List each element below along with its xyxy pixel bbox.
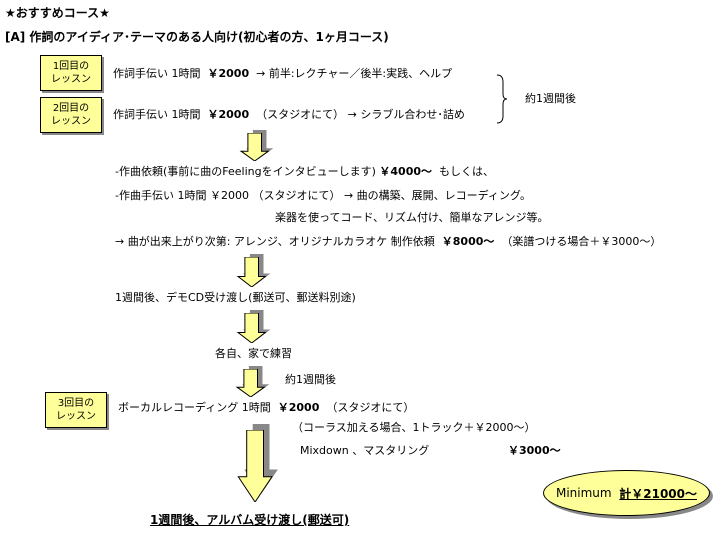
compose-request-price: ￥4000～ [379, 165, 433, 178]
down-arrow-icon [237, 310, 271, 343]
interval-1: 約1週間後 [525, 92, 576, 105]
total-label: Minimum [555, 486, 612, 500]
lesson-3-price: ￥2000 [277, 401, 320, 414]
compose-line-1: -作曲依頼(事前に曲のFeelingをインタビューします) ￥4000～ もしく… [115, 165, 494, 179]
lesson-1-detail: → 前半:レクチャー／後半:実践、ヘルプ [256, 67, 453, 80]
mixdown: Mixdown 、マスタリング [300, 444, 430, 457]
lesson-3-desc: ボーカルレコーディング 1時間 [118, 401, 271, 414]
compose-request: -作曲依頼(事前に曲のFeelingをインタビューします) [115, 165, 376, 178]
brace [496, 74, 508, 124]
lesson-1-badge: 1回目の レッスン [40, 55, 102, 91]
chorus-option: （コーラス加える場合、1トラック＋￥2000～） [292, 421, 536, 434]
compose-or: もしくは、 [439, 165, 495, 178]
down-arrow-icon [240, 130, 274, 161]
lesson-2-price: ￥2000 [207, 108, 250, 121]
score-option: （楽譜つける場合＋￥3000～） [501, 235, 662, 248]
compose-line-4: → 曲が出来上がり次第: アレンジ、オリジナルカラオケ 制作依頼 ￥8000～ … [115, 235, 661, 249]
total-badge: Minimum 計￥21000～ [543, 470, 710, 516]
lesson-3-badge: 3回目の レッスン [45, 392, 107, 428]
arrange-request: → 曲が出来上がり次第: アレンジ、オリジナルカラオケ 制作依頼 [115, 235, 435, 248]
page-title: ★おすすめコース★ [5, 6, 110, 20]
down-arrow-icon [237, 254, 271, 287]
lesson-2-desc: 作詞手伝い 1時間 [113, 108, 201, 121]
down-arrow-icon [236, 366, 270, 397]
lesson-1-label-2: レッスン [51, 74, 91, 85]
down-arrow-icon [237, 424, 278, 502]
home-practice: 各自、家で練習 [215, 347, 292, 360]
album-delivery: 1週間後、アルバム受け渡し(郵送可) [150, 513, 350, 527]
compose-line-2: -作曲手伝い 1時間 ￥2000 （スタジオにて） → 曲の構築、展開、レコーデ… [115, 189, 532, 202]
lesson-1-line: 作詞手伝い 1時間 ￥2000 → 前半:レクチャー／後半:実践、ヘルプ [113, 67, 452, 81]
demo-delivery: 1週間後、デモCD受け渡し(郵送可、郵送料別途) [115, 291, 356, 304]
arrange-price: ￥8000～ [441, 235, 495, 248]
lesson-2-label-2: レッスン [51, 116, 91, 127]
lesson-1-price: ￥2000 [207, 67, 250, 80]
lesson-3-label-2: レッスン [56, 411, 96, 422]
mixdown-price: ￥3000～ [508, 444, 561, 457]
lesson-2-badge: 2回目の レッスン [40, 97, 102, 133]
lesson-1-label: 1回目の [52, 61, 90, 72]
compose-line-3: 楽器を使ってコード、リズム付け、簡単なアレンジ等。 [275, 211, 549, 224]
lesson-1-desc: 作詞手伝い 1時間 [113, 67, 201, 80]
lesson-3-line: ボーカルレコーディング 1時間 ￥2000 （スタジオにて） [118, 401, 414, 415]
lesson-2-label: 2回目の [52, 103, 90, 114]
lesson-3-label: 3回目の [57, 398, 95, 409]
lesson-2-detail: （スタジオにて） → シラブル合わせ･詰め [256, 108, 465, 121]
lesson-3-detail: （スタジオにて） [326, 401, 415, 414]
interval-2: 約1週間後 [285, 373, 336, 386]
lesson-2-line: 作詞手伝い 1時間 ￥2000 （スタジオにて） → シラブル合わせ･詰め [113, 108, 465, 122]
total-value: 計￥21000～ [619, 486, 697, 501]
course-heading: [A] 作詞のアイディア･テーマのある人向け(初心者の方、1ヶ月コース) [5, 30, 389, 44]
